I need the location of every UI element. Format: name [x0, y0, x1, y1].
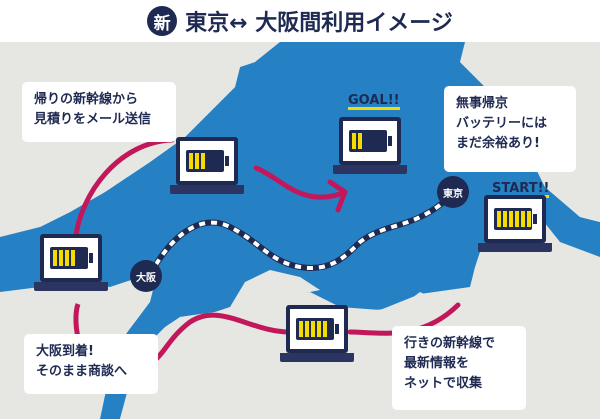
page-title: 新 東京↔ 大阪間利用イメージ — [0, 0, 600, 42]
title-text: 東京↔ 大阪間利用イメージ — [185, 11, 453, 36]
station-osaka: 大阪 — [130, 260, 162, 292]
goal-tag: GOAL!! — [348, 93, 400, 110]
bubble-line: 最新情報を — [404, 356, 470, 371]
bubble-line: 見積りをメール送信 — [34, 112, 152, 127]
battery-icon — [494, 208, 532, 230]
land-east — [460, 212, 600, 419]
station-tokyo: 東京 — [437, 176, 469, 208]
new-badge: 新 — [147, 6, 178, 36]
bubble-line: 大阪到着! — [36, 344, 94, 359]
bubble-line: 行きの新幹線で — [404, 336, 496, 351]
battery-icon — [296, 318, 334, 340]
bubble-line: ネットで収集 — [404, 376, 483, 391]
bubble-line: バッテリーには — [456, 116, 548, 131]
bubble-arrive-tokyo: 無事帰京 バッテリーには まだ余裕あり! — [444, 86, 576, 172]
route-map: 大阪 東京 GOAL!! START!! 帰りの新幹線から 見積りをメール送信 … — [0, 42, 600, 419]
battery-icon — [186, 150, 224, 172]
arrow-head — [327, 179, 348, 213]
route-return — [72, 137, 175, 245]
bubble-line: まだ余裕あり! — [456, 136, 540, 151]
bubble-line: 帰りの新幹線から — [34, 92, 139, 107]
battery-icon — [50, 247, 88, 269]
bubble-line: 無事帰京 — [456, 96, 509, 111]
bubble-line: そのまま商談へ — [36, 364, 128, 379]
bubble-return-train: 帰りの新幹線から 見積りをメール送信 — [22, 82, 176, 142]
bubble-outbound-train: 行きの新幹線で 最新情報を ネットで収集 — [392, 326, 526, 410]
bubble-arrive-osaka: 大阪到着! そのまま商談へ — [24, 334, 158, 394]
battery-icon — [349, 130, 387, 152]
